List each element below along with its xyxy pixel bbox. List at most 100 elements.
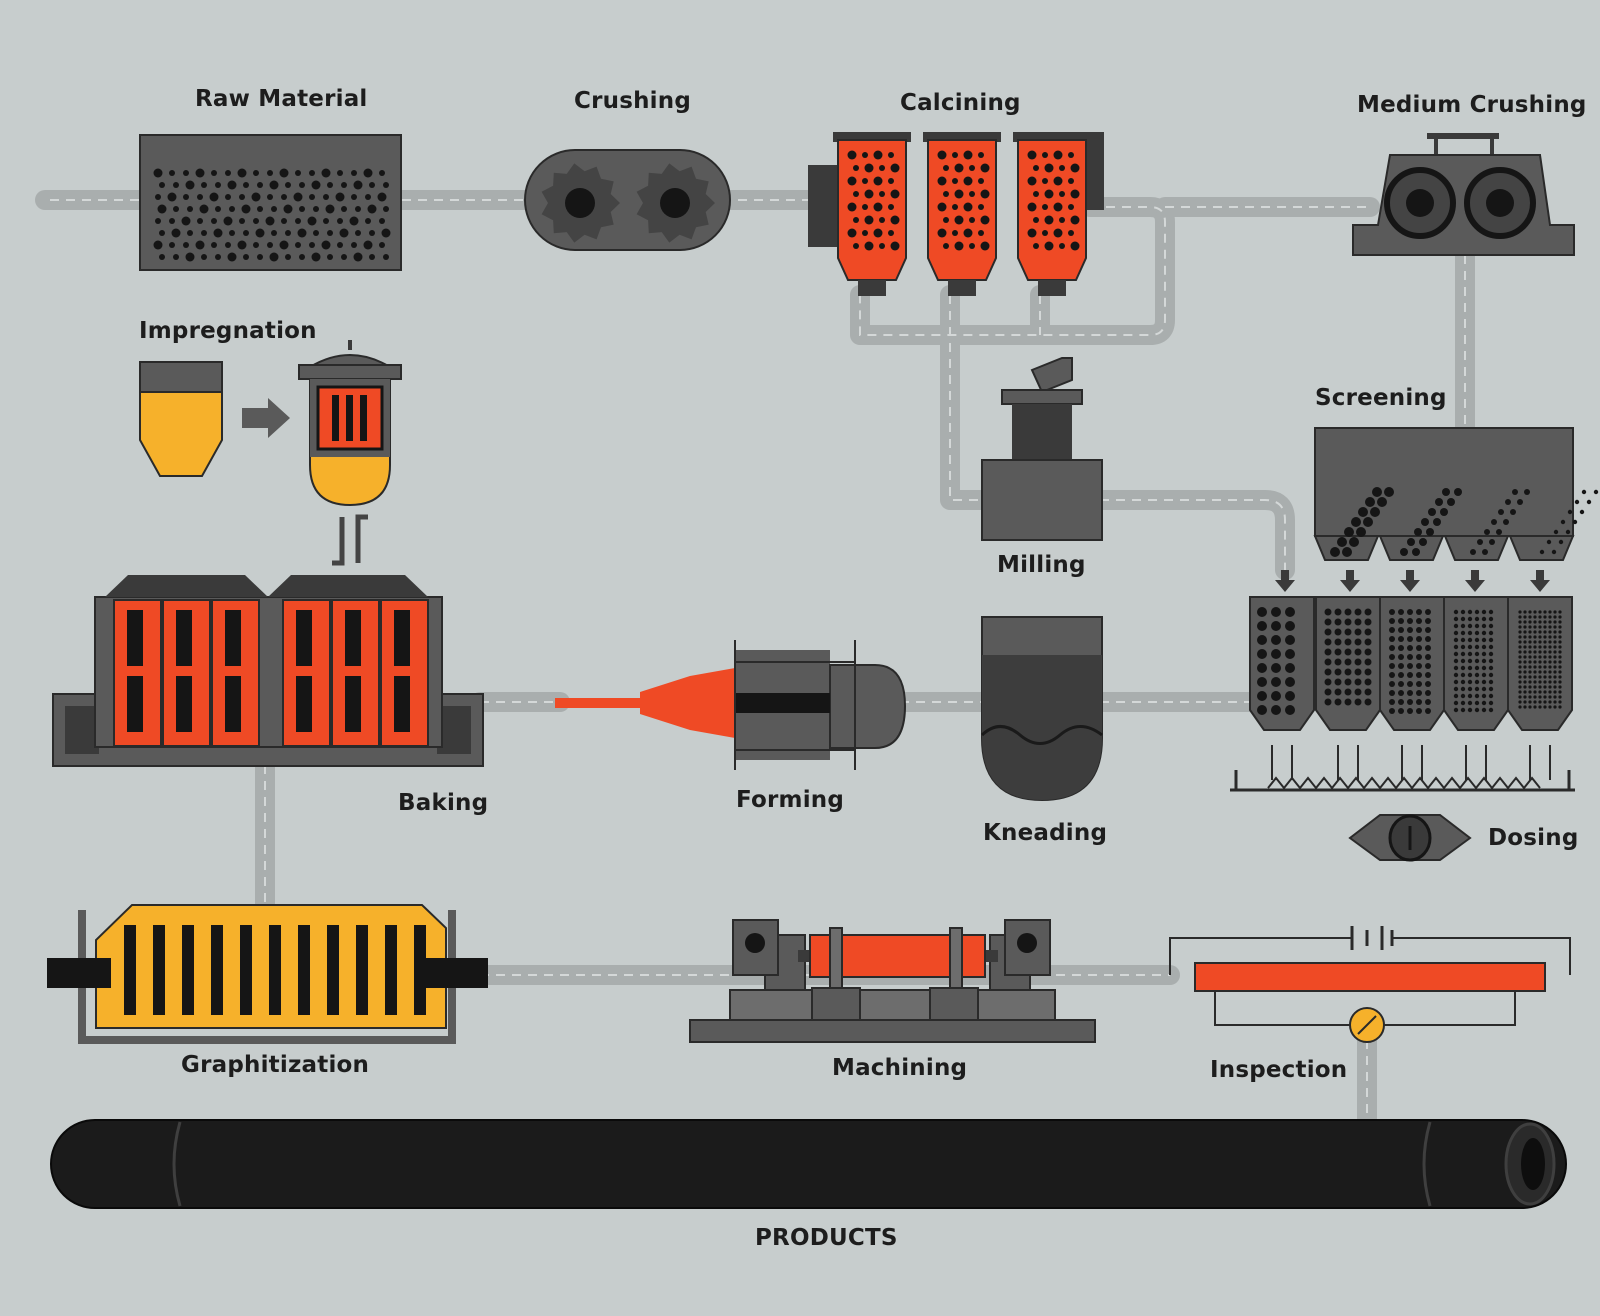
bin-particle	[1488, 686, 1494, 692]
raw-particle	[365, 194, 371, 200]
raw-particle	[239, 218, 245, 224]
bin-particle	[1398, 690, 1404, 696]
bin-particle	[1548, 705, 1552, 709]
bin-particle	[1543, 655, 1547, 659]
kiln-particle	[1033, 217, 1039, 223]
screen-particle	[1337, 537, 1347, 547]
bin-particle	[1467, 679, 1473, 685]
bin-particle	[1528, 645, 1532, 649]
screen-funnel	[1508, 535, 1575, 561]
screen-particle	[1426, 528, 1434, 536]
bin-particle	[1538, 625, 1542, 629]
screen-particle	[1574, 499, 1580, 505]
bin-particle	[1523, 650, 1527, 654]
bin-particle	[1257, 691, 1267, 701]
screen-particle	[1435, 498, 1443, 506]
bin-particle	[1488, 658, 1494, 664]
bin-particle	[1548, 615, 1552, 619]
bin-particle	[1407, 672, 1413, 678]
raw-particle	[323, 218, 329, 224]
bin-particle	[1460, 616, 1466, 622]
bin-particle	[1548, 650, 1552, 654]
kiln-particle	[952, 178, 958, 184]
bin-particle	[1538, 685, 1542, 689]
bin-particle	[1425, 618, 1431, 624]
bin-particle	[1460, 679, 1466, 685]
bin-particle	[1538, 680, 1542, 684]
bin-particle	[1488, 700, 1494, 706]
bin-particle	[1543, 705, 1547, 709]
bin-particle	[1481, 644, 1487, 650]
inspection-circuit	[1169, 926, 1571, 1043]
bin-particle	[1553, 655, 1557, 659]
bin-particle	[1334, 668, 1342, 676]
screen-particle	[1342, 547, 1352, 557]
raw-particle	[195, 168, 205, 178]
screen-particle	[1447, 498, 1455, 506]
kiln-particle	[1033, 243, 1039, 249]
kiln-particle	[1053, 228, 1063, 238]
raw-particle	[225, 170, 231, 176]
bin-particle	[1285, 705, 1295, 715]
raw-particle	[265, 216, 275, 226]
down-arrow-icon	[1340, 570, 1360, 592]
bin-particle	[1271, 705, 1281, 715]
raw-particle	[255, 228, 265, 238]
bin-particle	[1518, 675, 1522, 679]
raw-particle	[309, 170, 315, 176]
screen-particle	[1372, 487, 1382, 497]
raw-particle	[209, 192, 219, 202]
screen-particle	[1356, 527, 1366, 537]
bin-particle	[1538, 690, 1542, 694]
bin-particle	[1488, 693, 1494, 699]
bin-particle	[1518, 650, 1522, 654]
graphite-bar	[182, 925, 194, 1015]
raw-particle	[321, 240, 331, 250]
bin-particle	[1518, 705, 1522, 709]
bin-particle	[1474, 609, 1480, 615]
kiln-particle	[1070, 215, 1080, 225]
product-electrode	[50, 1119, 1567, 1209]
raw-particle	[257, 182, 263, 188]
kiln-particle	[1059, 165, 1065, 171]
baking-slot	[225, 676, 241, 732]
raw-particle	[369, 182, 375, 188]
screen-particle	[1363, 517, 1373, 527]
bin-particle	[1354, 638, 1362, 646]
kiln-particle	[862, 230, 868, 236]
baking-slot	[296, 610, 312, 666]
bin-particle	[1533, 635, 1537, 639]
bin-particle	[1543, 645, 1547, 649]
bin-particle	[1474, 637, 1480, 643]
bin-particle	[1528, 615, 1532, 619]
bin-particle	[1324, 698, 1332, 706]
bin-particle	[1467, 658, 1473, 664]
bin-particle	[1474, 672, 1480, 678]
bin-particle	[1474, 616, 1480, 622]
kiln-particle	[888, 178, 894, 184]
bin-particle	[1467, 637, 1473, 643]
bin-particle	[1460, 609, 1466, 615]
bin-particle	[1416, 609, 1422, 615]
bin-particle	[1344, 608, 1352, 616]
kiln-particle	[1068, 230, 1074, 236]
bin-particle	[1528, 655, 1532, 659]
kiln-particle	[1068, 178, 1074, 184]
bin-particle	[1364, 698, 1372, 706]
bin-particle	[1518, 690, 1522, 694]
bin-particle	[1523, 655, 1527, 659]
bin-particle	[1533, 645, 1537, 649]
raw-particle	[311, 252, 321, 262]
kiln-particle	[952, 152, 958, 158]
bin-particle	[1416, 654, 1422, 660]
bin-particle	[1257, 677, 1267, 687]
bin-particle	[1334, 688, 1342, 696]
raw-particle	[321, 168, 331, 178]
bin-particle	[1558, 635, 1562, 639]
kiln-particle	[888, 152, 894, 158]
bin-particle	[1398, 708, 1404, 714]
raw-particle	[383, 254, 389, 260]
screen-particle	[1330, 547, 1340, 557]
raw-particle	[351, 170, 357, 176]
bin-particle	[1324, 608, 1332, 616]
